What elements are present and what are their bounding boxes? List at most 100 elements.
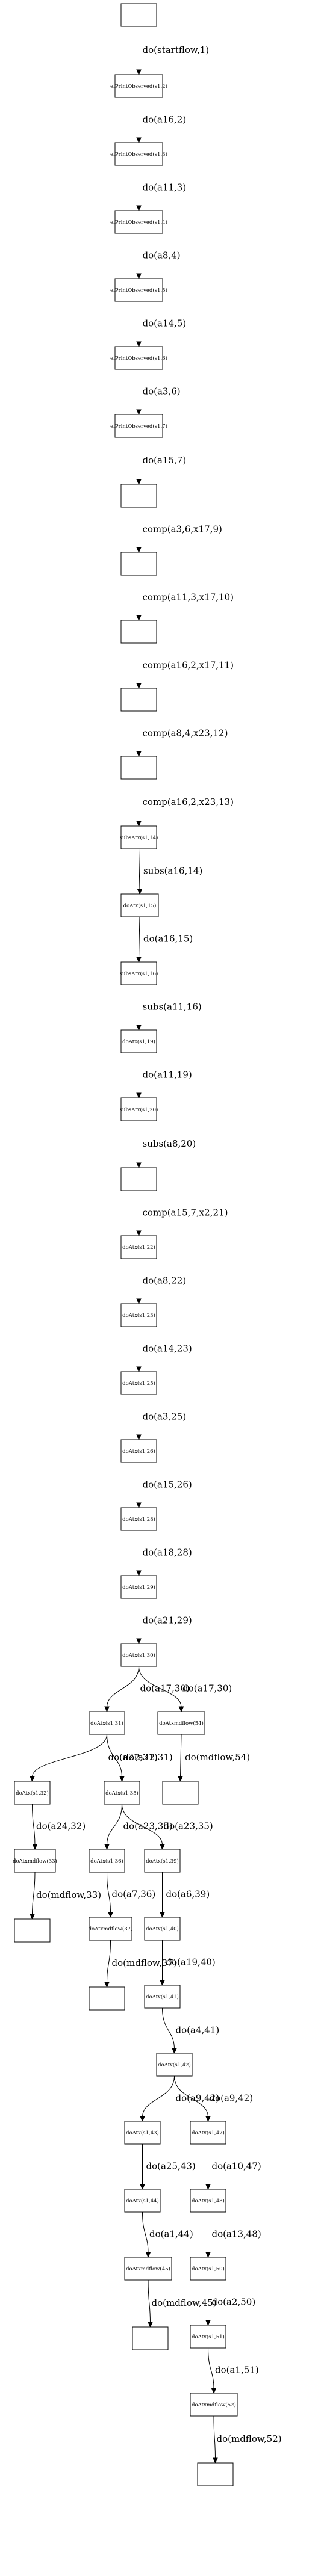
edge-arrowhead (172, 2048, 177, 2054)
state-node-box (120, 1371, 157, 1395)
state-node-label: doAtx(s1,44) (126, 2198, 159, 2204)
edge-label: do(a21,29) (143, 1615, 192, 1626)
transition-edge: do(a4,41) (162, 2007, 220, 2054)
state-node: doAtx(s1,26) (120, 1439, 157, 1463)
state-node-label: doAtx(s1,29) (122, 1584, 155, 1591)
state-node-box (120, 1439, 157, 1463)
edge-label: do(mdflow,37) (112, 1958, 177, 1968)
transition-edge: do(a23,35) (104, 1804, 173, 1850)
transition-edge: do(mdflow,33) (30, 1872, 101, 1920)
edge-line (122, 1804, 163, 1846)
state-node: subsAtx(s1,16) (120, 961, 158, 985)
state-node-box (120, 961, 157, 985)
transition-edge: do(a8,22) (136, 1259, 186, 1305)
state-node-box (124, 2189, 161, 2213)
transition-edge: do(a22,31) (107, 1734, 173, 1783)
edge-arrowhead (136, 69, 142, 76)
transition-edge: do(a18,28) (136, 1530, 192, 1577)
state-node-box (114, 346, 163, 370)
state-node: doAtx(s1,36) (89, 1849, 125, 1873)
transition-edge: do(a21,29) (136, 1598, 192, 1645)
edge-label: do(a4,41) (176, 2025, 220, 2036)
transition-edge: do(mdflow,52) (213, 2415, 282, 2464)
transition-edge: do(mdflow,54) (178, 1734, 250, 1783)
state-node (197, 2462, 234, 2486)
state-node-label: subsAtx(s1,14) (120, 834, 158, 841)
state-node: elPrintObserved(s1,4) (110, 210, 167, 234)
state-node: doAtx(s1,40) (144, 1917, 181, 1941)
transition-edge: do(mdflow,45) (148, 2279, 217, 2328)
edge-line (107, 1734, 122, 1778)
edge-label: comp(a16,2,x23,13) (143, 797, 234, 807)
edge-label: do(a3,6) (143, 386, 181, 397)
state-node: doAtxmdflow(54) (157, 1711, 205, 1735)
state-node-label: doAtx(s1,50) (192, 2266, 225, 2272)
edge-line (162, 2007, 175, 2050)
state-node-box (120, 825, 157, 849)
state-node-box (120, 552, 157, 576)
state-node-box (89, 1849, 125, 1873)
state-node (120, 552, 157, 576)
state-node-label: elPrintObserved(s1,4) (110, 219, 167, 226)
edge-line (107, 1804, 122, 1846)
transition-edge: do(a16,15) (136, 916, 193, 963)
state-node-label: doAtx(s1,39) (146, 1858, 179, 1864)
edge-label: comp(a3,6,x17,9) (143, 524, 222, 535)
edge-label: do(a19,40) (166, 1957, 216, 1968)
transition-edge: do(a2,50) (205, 2280, 255, 2326)
edge-arrowhead (145, 2252, 151, 2258)
transition-edge: do(a14,5) (136, 301, 186, 348)
state-node-box (114, 74, 163, 98)
edge-arrowhead (136, 409, 142, 416)
state-node-box (124, 2121, 161, 2145)
state-node-label: doAtx(s1,42) (158, 2062, 191, 2068)
transition-edge: do(a9,42) (140, 2075, 219, 2122)
edge-arrowhead (205, 2252, 211, 2258)
edge-line (208, 2347, 214, 2390)
edge-label: do(a8,4) (143, 250, 181, 261)
state-node: doAtxmdflow(33) (13, 1849, 57, 1873)
state-node (120, 3, 157, 27)
edge-arrowhead (136, 1162, 142, 1169)
state-node-label: doAtx(s1,51) (192, 2334, 225, 2340)
transition-edge: do(a15,26) (136, 1462, 192, 1509)
edge-arrowhead (136, 821, 142, 827)
state-node-box (162, 1781, 199, 1805)
edge-arrowhead (140, 2116, 145, 2122)
edge-label: do(a7,36) (112, 1889, 156, 1900)
state-node: elPrintObserved(s1,2) (110, 74, 167, 98)
state-node-label: doAtx(s1,19) (122, 1038, 155, 1045)
state-node: doAtxmdflow(52) (190, 2393, 238, 2417)
edge-arrowhead (30, 1914, 35, 1920)
state-node-label: doAtx(s1,31) (90, 1720, 123, 1727)
edge-arrowhead (104, 1844, 110, 1850)
edge-arrowhead (205, 2116, 211, 2122)
state-node-label: doAtx(s1,26) (122, 1448, 155, 1455)
edge-arrowhead (213, 2457, 218, 2464)
state-node-box (190, 2189, 226, 2213)
edge-label: do(a18,28) (143, 1547, 192, 1558)
state-node: doAtx(s1,42) (156, 2053, 193, 2077)
edge-arrowhead (136, 547, 142, 553)
transition-edge: do(startflow,1) (136, 26, 209, 76)
state-node-label: doAtx(s1,30) (122, 1652, 155, 1659)
state-node-box (144, 1985, 181, 2009)
state-node-label: doAtx(s1,40) (146, 1926, 179, 1932)
state-node-label: doAtx(s1,15) (123, 902, 157, 909)
transition-edge: do(a14,23) (136, 1327, 192, 1373)
transition-edge: do(a9,42) (174, 2075, 253, 2122)
edge-label: do(mdflow,45) (152, 2297, 217, 2308)
edge-arrowhead (136, 1025, 142, 1031)
edge-arrowhead (140, 2184, 145, 2190)
edge-arrowhead (30, 1776, 35, 1783)
state-node-label: elPrintObserved(s1,6) (110, 355, 167, 362)
edge-label: do(a22,31) (123, 1752, 173, 1763)
state-node (120, 688, 157, 712)
state-node-label: elPrintObserved(s1,7) (110, 423, 167, 430)
state-node: elPrintObserved(s1,7) (110, 414, 167, 438)
state-node: doAtx(s1,35) (104, 1781, 140, 1805)
state-node-label: doAtxmdflow(45) (126, 2266, 170, 2272)
state-node: doAtx(s1,23) (120, 1303, 157, 1327)
edge-label: do(a15,26) (143, 1479, 192, 1490)
